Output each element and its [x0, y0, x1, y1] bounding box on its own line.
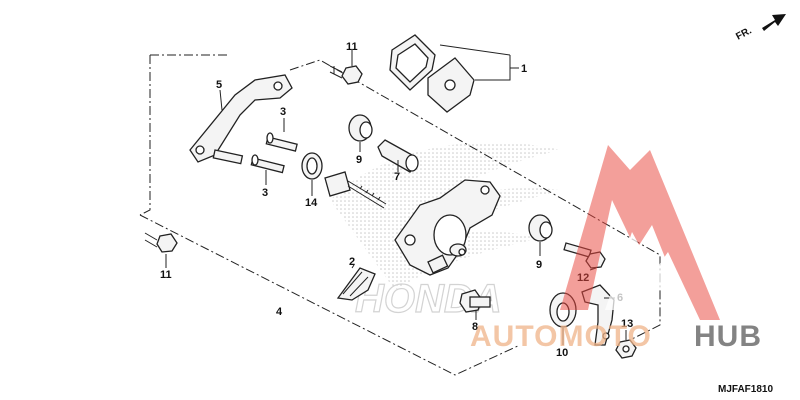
callout-5: 5	[216, 79, 222, 91]
callout-2: 2	[349, 256, 355, 268]
slide-pin-upper	[265, 132, 298, 152]
callout-14: 14	[305, 197, 318, 209]
callout-9-lower: 9	[536, 259, 542, 271]
caliper-body	[394, 179, 501, 276]
watermark-text-part2: HUB	[694, 320, 762, 353]
callout-1: 1	[521, 63, 527, 75]
flange-bolt-bottom	[144, 232, 178, 253]
bleeder-screw	[459, 289, 491, 313]
caliper-pin-bolt	[324, 171, 387, 209]
callout-8: 8	[472, 321, 478, 333]
leader-lines	[165, 44, 627, 345]
callout-10: 10	[556, 347, 568, 359]
diagram-code: MJFAF1810	[718, 384, 773, 395]
pad-spring	[336, 267, 376, 301]
callout-11-top: 11	[346, 41, 358, 53]
ring-seal	[301, 152, 323, 180]
brake-pad-set	[389, 34, 475, 113]
watermark-text-part1: AUTOMOTO	[470, 320, 652, 353]
flange-bolt-top	[329, 65, 363, 85]
orientation-indicator: FR.	[734, 14, 786, 43]
callout-3-lower: 3	[262, 187, 268, 199]
watermark-logo-icon	[560, 145, 720, 320]
callout-7: 7	[394, 171, 400, 183]
slide-pin-lower	[250, 154, 285, 174]
dust-boot-upper	[348, 114, 373, 142]
caliper-bracket	[189, 74, 293, 163]
slide-sleeve	[377, 139, 419, 173]
fr-label: FR.	[734, 25, 754, 42]
dust-boot-lower	[528, 214, 553, 242]
callout-9-upper: 9	[356, 154, 362, 166]
callout-3-upper: 3	[280, 106, 286, 118]
callout-11-bottom: 11	[160, 269, 172, 281]
assembly-boundary	[139, 54, 661, 376]
flange-nut	[615, 339, 637, 359]
callout-13: 13	[621, 318, 633, 330]
watermark: AUTOMOTO HUB	[470, 145, 762, 353]
slide-pin-bracket	[212, 149, 244, 165]
callout-labels: 1 2 3 3 4 5 6 7 8 9 9 10 11 11 12 13 14	[160, 41, 633, 359]
callout-4: 4	[276, 306, 283, 318]
forward-arrow-icon	[762, 14, 786, 31]
